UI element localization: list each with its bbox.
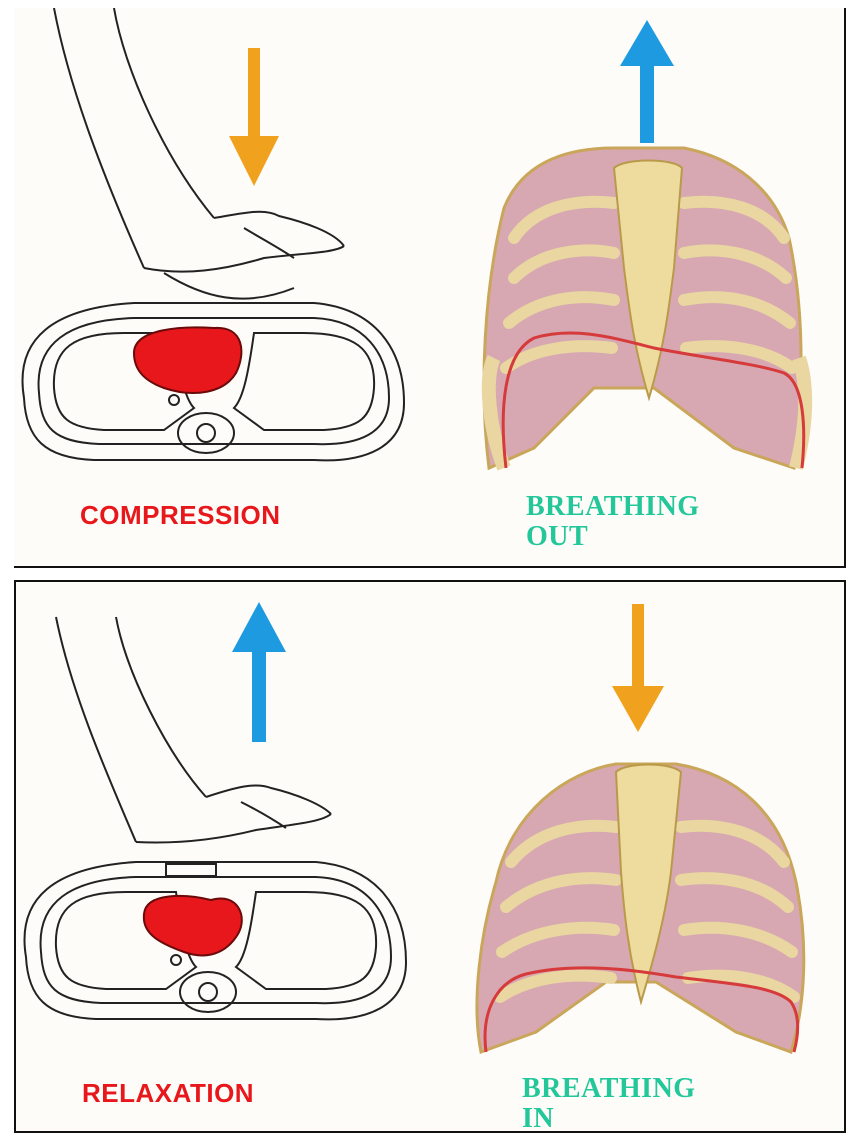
breathing-out-label: BREATHING OUT	[526, 492, 700, 552]
compression-illustration	[14, 8, 846, 568]
rib-cage-icon	[484, 148, 805, 468]
heart-icon	[144, 896, 242, 955]
breathing-in-label: BREATHING IN	[522, 1074, 696, 1134]
arm-icon	[54, 8, 344, 299]
breathing-out-line1: BREATHING	[526, 492, 700, 522]
rib-cage-icon	[477, 764, 804, 1052]
relaxation-illustration	[16, 582, 848, 1135]
arrow-up-icon	[620, 20, 674, 143]
arrow-down-icon	[229, 48, 279, 186]
relaxation-panel: RELAXATION BREATHING IN	[14, 580, 846, 1133]
heart-icon	[134, 327, 241, 393]
relaxation-label: RELAXATION	[82, 1078, 254, 1109]
compression-panel: COMPRESSION BREATHING OUT	[14, 8, 846, 568]
arm-icon	[56, 617, 331, 843]
compression-label: COMPRESSION	[80, 500, 281, 531]
breathing-in-line2: IN	[522, 1104, 696, 1134]
breathing-in-line1: BREATHING	[522, 1074, 696, 1104]
arrow-up-icon	[232, 602, 286, 742]
arrow-down-icon	[612, 604, 664, 732]
breathing-out-line2: OUT	[526, 522, 700, 552]
